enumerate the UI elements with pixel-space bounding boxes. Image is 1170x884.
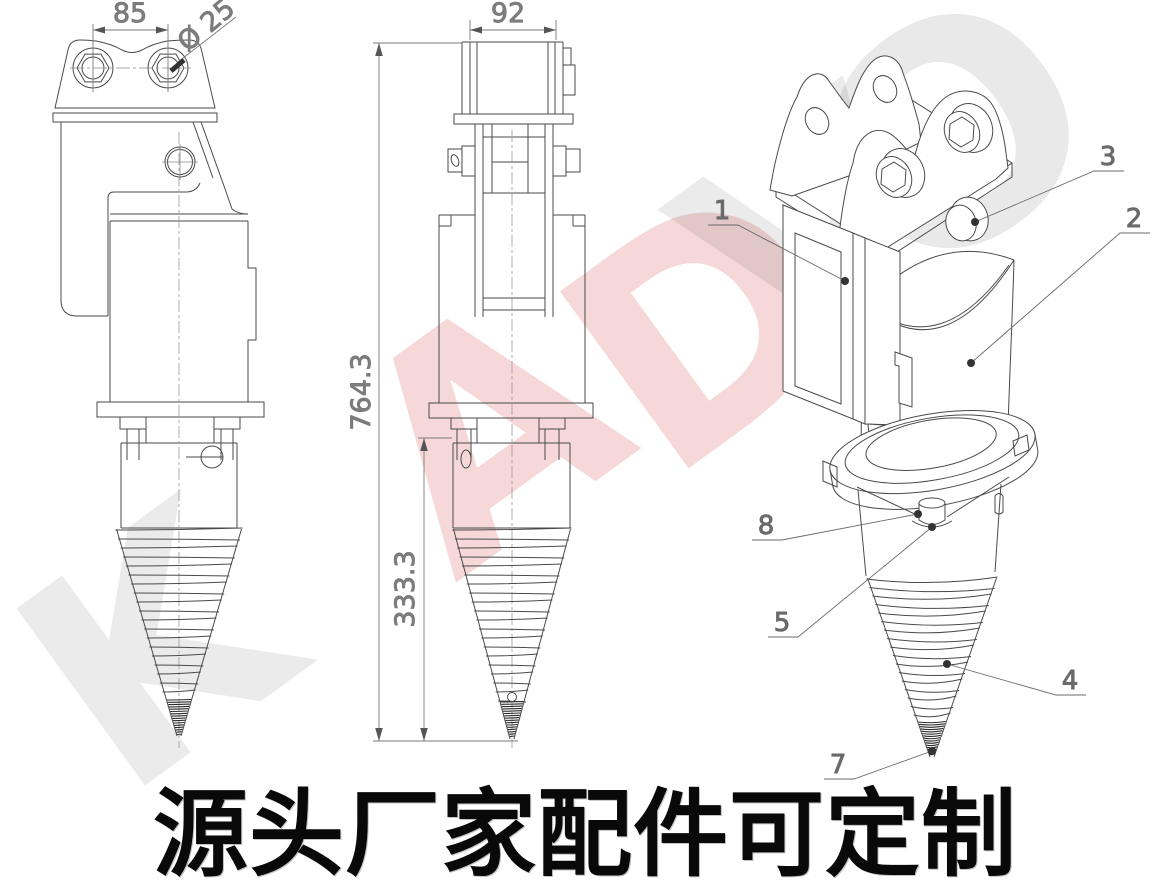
callout-8-label: 8 xyxy=(758,511,775,541)
front-gusset xyxy=(192,121,249,215)
front-plate-base xyxy=(52,112,218,123)
callout-3: 3 xyxy=(971,142,1124,226)
dimensions: 85 Ø 25 92 764.3 333.3 xyxy=(92,0,557,742)
iso-bushing-upper xyxy=(943,103,994,153)
iso-bushing-lower xyxy=(875,148,926,198)
callout-1: 1 xyxy=(708,196,849,285)
front-nut-right xyxy=(213,416,241,430)
side-hinge-cheeks xyxy=(474,124,554,317)
callout-2: 2 xyxy=(967,204,1150,367)
callout-4-label: 4 xyxy=(1062,666,1079,696)
front-nut-left xyxy=(119,416,147,430)
callout-3-label: 3 xyxy=(1100,142,1117,172)
side-view xyxy=(428,41,594,748)
side-pin-bolt-right xyxy=(552,145,581,177)
slogan-text: 源头厂家配件可定制 xyxy=(152,780,1017,884)
front-splitter-cone xyxy=(115,527,243,737)
side-pin-bolt-left xyxy=(447,145,476,177)
iso-cylinder xyxy=(860,250,1015,469)
front-flange xyxy=(96,401,265,418)
callout-2-label: 2 xyxy=(1126,204,1143,234)
callouts: 1 2 3 4 5 7 8 xyxy=(708,142,1150,780)
iso-flange-disk xyxy=(829,409,1039,510)
side-nut-left xyxy=(450,417,478,430)
front-cylinder xyxy=(109,213,257,402)
iso-view xyxy=(769,55,1039,758)
dim-bracket-width: 92 xyxy=(491,0,525,29)
side-lower-cylinder xyxy=(452,443,571,529)
side-nut-right xyxy=(538,417,566,430)
side-flange xyxy=(428,402,594,419)
dim-cone-length: 333.3 xyxy=(390,550,421,627)
iso-side-plate xyxy=(782,204,854,420)
dim-overall-height: 764.3 xyxy=(346,353,377,430)
iso-flange-clip-left xyxy=(822,460,838,488)
side-clevis-tabs xyxy=(563,47,576,96)
callout-5: 5 xyxy=(768,523,936,638)
side-body xyxy=(438,214,586,403)
dim-hole-spacing: 85 xyxy=(113,0,147,29)
iso-rear-ear-plate xyxy=(769,55,922,197)
front-left-arm xyxy=(60,122,201,317)
iso-recess-lines xyxy=(856,476,1010,518)
iso-boss xyxy=(945,196,989,242)
side-clevis xyxy=(461,41,564,114)
callout-7: 7 xyxy=(824,747,936,780)
callout-5-label: 5 xyxy=(774,608,791,638)
iso-flange-clip-right xyxy=(1012,434,1030,457)
iso-rear-hole xyxy=(872,75,898,103)
callout-1-label: 1 xyxy=(714,196,731,226)
iso-clamp-plate xyxy=(864,237,901,426)
callout-8: 8 xyxy=(752,510,922,541)
callout-4: 4 xyxy=(943,660,1086,696)
front-view xyxy=(52,39,265,748)
callout-7-label: 7 xyxy=(830,750,847,780)
side-oil-hole xyxy=(460,449,472,469)
iso-rear-hole xyxy=(804,107,830,135)
iso-lower-cylinder xyxy=(857,483,1002,577)
iso-clamp-hook xyxy=(894,351,913,408)
side-tip-hole xyxy=(507,692,517,702)
side-base-plate xyxy=(453,113,574,125)
iso-splitter-cone xyxy=(866,576,998,758)
side-hinge-links xyxy=(483,124,545,194)
